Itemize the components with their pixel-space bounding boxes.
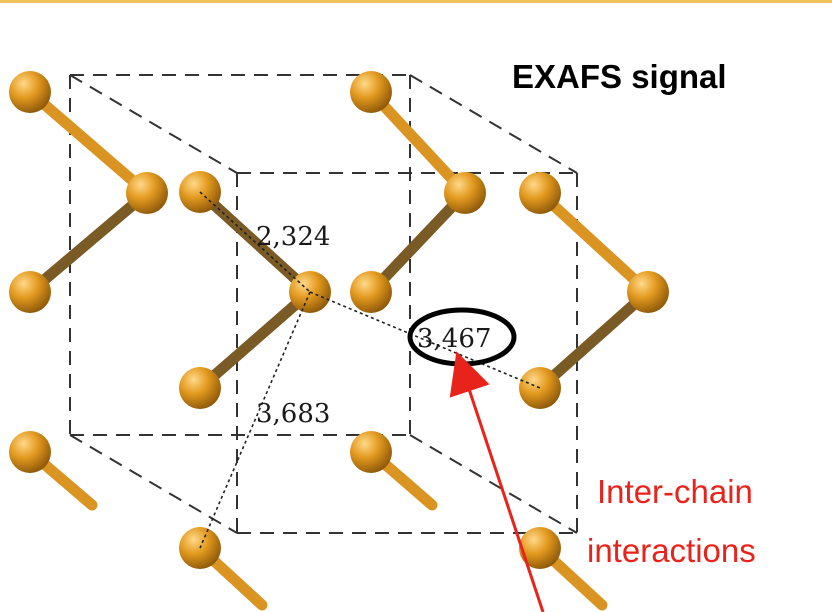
atom (627, 271, 669, 313)
atom (350, 431, 392, 473)
atom (9, 271, 51, 313)
atom (9, 431, 51, 473)
atom (519, 527, 561, 569)
chain-d (519, 106, 669, 611)
atom (444, 172, 486, 214)
atom (519, 172, 561, 214)
annotation-line-1: Inter-chain (597, 473, 753, 510)
diagram-title: EXAFS signal (512, 58, 727, 95)
distance-lines (199, 191, 541, 549)
chain-a (9, 6, 168, 511)
distance-label-second-neighbor: 3,683 (256, 399, 330, 429)
chain-c (350, 6, 486, 511)
annotation-arrow (449, 351, 545, 612)
atom (519, 367, 561, 409)
atom (350, 271, 392, 313)
atom (179, 367, 221, 409)
chain-b (179, 104, 331, 611)
atom (350, 71, 392, 113)
atom (126, 172, 168, 214)
distance-label-intra-chain: 2,324 (256, 222, 330, 252)
atom (9, 71, 51, 113)
distance-label-inter-chain: 3,467 (417, 324, 491, 354)
annotation-line-2: interactions (587, 532, 756, 569)
